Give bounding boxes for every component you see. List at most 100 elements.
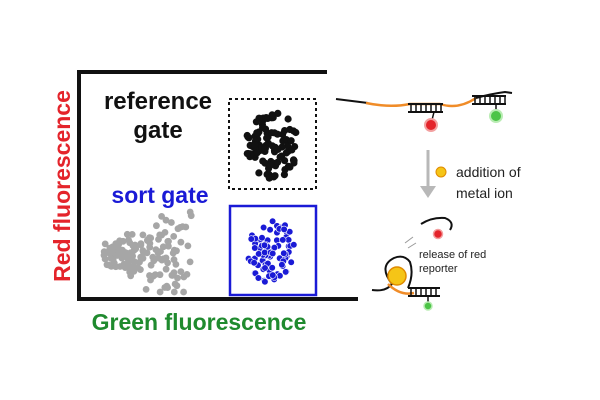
unsorted-cloud-dot bbox=[171, 280, 179, 288]
unsorted-cloud-dot bbox=[184, 242, 192, 250]
reference-population-cloud bbox=[243, 109, 300, 182]
unsorted-cloud-dot bbox=[127, 250, 135, 258]
unsorted-cloud-dot bbox=[164, 238, 172, 245]
unsorted-cloud-dot bbox=[180, 288, 188, 296]
motion-line-1 bbox=[404, 236, 414, 244]
sorted-cloud-dot bbox=[250, 259, 258, 267]
sorted-cloud-dot bbox=[282, 268, 290, 276]
reference-cloud-dot bbox=[263, 134, 271, 142]
unsorted-cloud-dot bbox=[131, 242, 139, 250]
released-red-fluorophore-icon bbox=[432, 228, 444, 240]
unsorted-cloud-dot bbox=[146, 240, 154, 247]
reference-cloud-dot bbox=[252, 118, 260, 126]
unsorted-cloud-dot bbox=[155, 236, 162, 243]
unsorted-cloud-dot bbox=[146, 234, 153, 242]
reference-cloud-dot bbox=[288, 146, 296, 154]
sorted-cloud-dot bbox=[260, 241, 269, 249]
construct-base-pairs-right bbox=[474, 96, 506, 104]
unsorted-cloud-dot bbox=[153, 222, 160, 230]
unsorted-cloud-dot bbox=[126, 268, 134, 276]
y-axis-label: Red fluorescence bbox=[49, 90, 75, 282]
unsorted-cloud-dot bbox=[158, 213, 166, 220]
reference-cloud-dot bbox=[255, 169, 263, 177]
released-strand bbox=[420, 216, 453, 231]
unsorted-cloud-dot bbox=[186, 258, 194, 266]
sort-gate-label: sort gate bbox=[111, 182, 208, 208]
reference-cloud-dot bbox=[286, 163, 294, 171]
reference-cloud-dot bbox=[251, 141, 259, 149]
red-fluorophore-icon bbox=[424, 118, 438, 132]
unsorted-cloud-dot bbox=[105, 261, 113, 269]
unsorted-cloud-dot bbox=[173, 247, 180, 255]
x-axis-label: Green fluorescence bbox=[92, 309, 307, 335]
construct-black-strand bbox=[335, 98, 369, 104]
bound-metal-ion-icon bbox=[387, 266, 407, 286]
reference-cloud-dot bbox=[259, 124, 267, 132]
sorted-population-cloud bbox=[245, 217, 298, 286]
reference-gate-label-line1: reference bbox=[104, 88, 212, 115]
unsorted-cloud-dot bbox=[177, 268, 185, 275]
reference-cloud-dot bbox=[268, 142, 276, 150]
sorted-cloud-dot bbox=[290, 241, 298, 249]
reference-cloud-dot bbox=[268, 111, 276, 119]
metal-annotation-line1: addition of bbox=[456, 164, 521, 180]
reference-cloud-dot bbox=[253, 149, 261, 157]
unsorted-cloud-dot bbox=[137, 241, 145, 249]
sort-gate-box bbox=[228, 204, 318, 297]
green-fluorophore-icon bbox=[489, 109, 503, 123]
sorted-cloud-dot bbox=[268, 264, 276, 272]
unsorted-cloud-dot bbox=[102, 249, 110, 256]
unsorted-cloud-dot bbox=[116, 237, 123, 245]
cleaved-construct bbox=[371, 216, 453, 311]
unsorted-cloud-dot bbox=[170, 233, 178, 240]
reference-cloud-dot bbox=[290, 156, 298, 164]
sorted-cloud-dot bbox=[280, 249, 288, 257]
unsorted-cloud-dot bbox=[143, 249, 151, 257]
unsorted-cloud-dot bbox=[169, 272, 177, 279]
reference-cloud-dot bbox=[243, 131, 251, 140]
unsorted-cloud-dot bbox=[156, 288, 164, 296]
sorted-cloud-dot bbox=[269, 249, 277, 258]
unsorted-cloud-dot bbox=[183, 271, 191, 278]
reference-cloud-dot bbox=[281, 127, 289, 135]
unsorted-cloud-dot bbox=[162, 265, 170, 273]
unsorted-population-cloud bbox=[100, 208, 195, 296]
reference-cloud-dot bbox=[287, 137, 295, 145]
sorted-cloud-dot bbox=[269, 271, 277, 279]
sorted-cloud-dot bbox=[266, 226, 274, 234]
sorted-cloud-dot bbox=[278, 261, 286, 269]
sorted-cloud-dot bbox=[279, 236, 287, 244]
reference-cloud-dot bbox=[271, 172, 279, 180]
unsorted-cloud-dot bbox=[137, 253, 145, 261]
process-arrow-icon bbox=[420, 150, 436, 198]
unsorted-cloud-dot bbox=[172, 261, 180, 268]
cleaved-base-pairs bbox=[410, 288, 437, 296]
unsorted-cloud-dot bbox=[142, 286, 150, 293]
reference-cloud-dot bbox=[266, 161, 274, 169]
sorted-cloud-dot bbox=[261, 264, 269, 272]
unsorted-cloud-dot bbox=[160, 255, 167, 263]
unsorted-cloud-dot bbox=[107, 254, 115, 262]
unsorted-cloud-dot bbox=[149, 272, 157, 280]
unsorted-cloud-dot bbox=[164, 284, 172, 291]
release-annotation-line1: release of red bbox=[419, 249, 486, 261]
intact-construct bbox=[335, 90, 513, 132]
construct-base-pairs-left bbox=[410, 104, 442, 112]
sorted-cloud-dot bbox=[287, 258, 295, 266]
unsorted-cloud-dot bbox=[155, 254, 162, 262]
reference-cloud-dot bbox=[282, 149, 290, 157]
unsorted-cloud-dot bbox=[147, 261, 155, 269]
unsorted-cloud-dot bbox=[126, 256, 134, 263]
release-annotation-line2: reporter bbox=[419, 263, 458, 275]
unsorted-cloud-dot bbox=[149, 253, 157, 261]
sorted-cloud-dot bbox=[255, 250, 263, 258]
reference-cloud-dot bbox=[243, 150, 251, 158]
sorted-cloud-dot bbox=[251, 244, 259, 252]
unsorted-cloud-dot bbox=[186, 208, 194, 216]
unsorted-cloud-dot bbox=[109, 247, 116, 255]
sorted-cloud-dot bbox=[261, 278, 269, 286]
reference-cloud-dot bbox=[253, 129, 261, 137]
cleaved-green-fluorophore-icon bbox=[423, 301, 433, 311]
metal-annotation-line2: metal ion bbox=[456, 185, 513, 201]
unsorted-cloud-dot bbox=[157, 248, 164, 255]
